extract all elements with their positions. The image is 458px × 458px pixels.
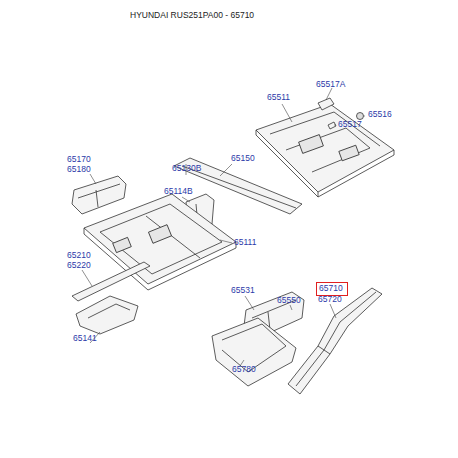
- callout-number: 65170: [67, 155, 91, 164]
- callout-number: 65511: [267, 93, 290, 102]
- floor-reinforcement: [76, 296, 138, 334]
- rear-floor-side-panel: [212, 318, 296, 386]
- callout-number: 65220: [67, 261, 91, 270]
- callout-number: 65531: [231, 286, 255, 295]
- callout-number: 65141: [73, 334, 97, 343]
- callout-number: 65114B: [164, 187, 193, 196]
- callout-number: 65720: [318, 295, 342, 304]
- callout-number: 65111: [234, 238, 256, 247]
- leader-lines: [82, 88, 365, 366]
- side-member: [72, 176, 126, 214]
- callout-number: 65210: [67, 251, 91, 260]
- callout-number: 65517: [338, 120, 362, 129]
- callout-number: 65517A: [316, 80, 345, 89]
- highlighted-callout: 65710: [316, 282, 348, 296]
- clip: [328, 122, 336, 129]
- rear-side-member: [288, 288, 382, 394]
- callout-number: 65710: [317, 283, 347, 294]
- diagram-title: HYUNDAI RUS251PA00 - 65710: [130, 11, 254, 20]
- callout-number: 65150: [231, 154, 255, 163]
- callout-number: 65516: [368, 110, 392, 119]
- callout-number: 65130B: [172, 164, 201, 173]
- callout-number: 65180: [67, 165, 91, 174]
- callout-number: 65780: [232, 365, 256, 374]
- callout-number: 65550: [277, 296, 301, 305]
- rear-floor-panel: [256, 104, 394, 192]
- front-floor-panel: [84, 194, 236, 284]
- nut: [357, 113, 364, 120]
